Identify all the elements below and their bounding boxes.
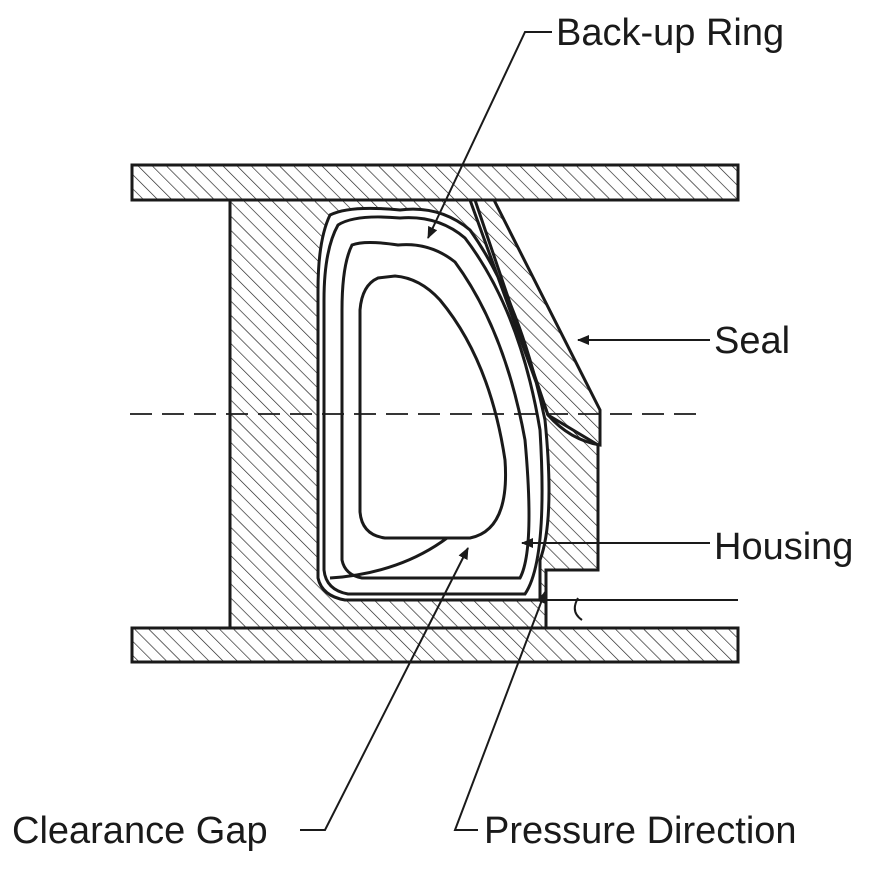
label-backup-ring: Back-up Ring [556, 12, 785, 54]
label-seal: Seal [714, 320, 791, 362]
leader-pressure-direction [453, 591, 546, 831]
leader-backup-ring [427, 31, 552, 239]
leader-clearance-gap [300, 547, 469, 831]
clearance-step-lines [546, 569, 738, 621]
housing-bottom-plate [130, 626, 740, 664]
label-housing: Housing [714, 526, 854, 568]
seal-cavity [358, 274, 508, 540]
housing-top-plate [130, 163, 740, 202]
label-clearance-gap: Clearance Gap [12, 810, 268, 852]
label-pressure-direction: Pressure Direction [484, 810, 797, 852]
seal-element [472, 198, 602, 447]
